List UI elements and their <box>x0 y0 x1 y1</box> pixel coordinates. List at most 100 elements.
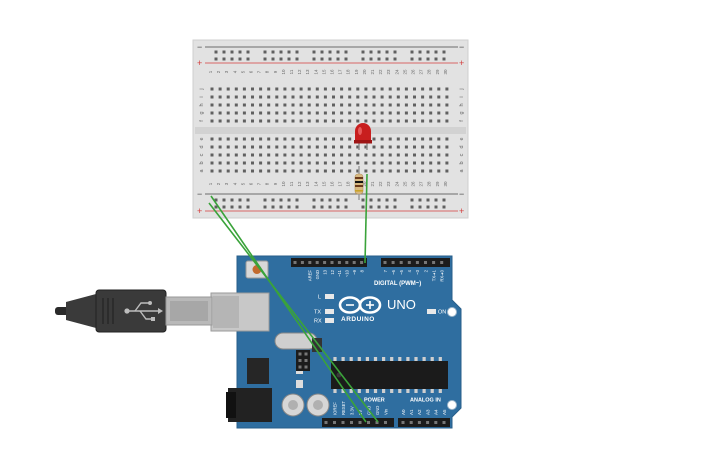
breadboard-hole[interactable] <box>218 111 222 115</box>
breadboard-hole[interactable] <box>251 119 254 123</box>
rail-hole[interactable] <box>377 50 381 54</box>
breadboard-hole[interactable] <box>283 145 287 149</box>
breadboard-hole[interactable] <box>210 111 214 115</box>
rail-hole[interactable] <box>214 57 218 61</box>
rail-hole[interactable] <box>263 205 267 209</box>
header-pin[interactable] <box>384 421 387 424</box>
breadboard-hole[interactable] <box>348 153 352 157</box>
breadboard-hole[interactable] <box>259 145 263 149</box>
breadboard-hole[interactable] <box>437 111 441 115</box>
breadboard-hole[interactable] <box>291 87 295 91</box>
rail-hole[interactable] <box>246 205 250 209</box>
breadboard-hole[interactable] <box>445 87 449 91</box>
rail-hole[interactable] <box>385 205 389 209</box>
breadboard-hole[interactable] <box>340 153 344 157</box>
breadboard-hole[interactable] <box>315 169 319 173</box>
wire-led-to-pin[interactable] <box>364 173 368 264</box>
header-pin[interactable] <box>401 421 405 424</box>
breadboard-hole[interactable] <box>242 169 246 173</box>
header-pin[interactable] <box>409 421 413 424</box>
breadboard-hole[interactable] <box>251 153 254 157</box>
rail-hole[interactable] <box>361 198 365 202</box>
rail-hole[interactable] <box>320 57 324 61</box>
breadboard-hole[interactable] <box>380 111 384 115</box>
breadboard-hole[interactable] <box>413 153 416 157</box>
breadboard-hole[interactable] <box>242 161 246 165</box>
breadboard-hole[interactable] <box>251 145 254 149</box>
rail-hole[interactable] <box>279 57 283 61</box>
breadboard-hole[interactable] <box>421 161 425 165</box>
breadboard-hole[interactable] <box>275 153 279 157</box>
breadboard-hole[interactable] <box>226 153 230 157</box>
red-led[interactable] <box>354 123 372 150</box>
rail-hole[interactable] <box>214 198 218 202</box>
rail-hole[interactable] <box>434 50 438 54</box>
breadboard-hole[interactable] <box>315 111 319 115</box>
breadboard-hole[interactable] <box>404 103 408 107</box>
breadboard-hole[interactable] <box>404 87 408 91</box>
rail-hole[interactable] <box>246 57 250 61</box>
breadboard-hole[interactable] <box>234 119 238 123</box>
breadboard-hole[interactable] <box>380 145 384 149</box>
breadboard-hole[interactable] <box>372 87 376 91</box>
breadboard-hole[interactable] <box>332 161 335 165</box>
breadboard-hole[interactable] <box>210 137 214 141</box>
breadboard-hole[interactable] <box>251 103 254 107</box>
breadboard-hole[interactable] <box>242 95 246 99</box>
breadboard-hole[interactable] <box>307 137 311 141</box>
rail-hole[interactable] <box>246 198 250 202</box>
breadboard-hole[interactable] <box>445 169 449 173</box>
breadboard-hole[interactable] <box>380 161 384 165</box>
rail-hole[interactable] <box>418 198 422 202</box>
breadboard-hole[interactable] <box>445 161 449 165</box>
breadboard-hole[interactable] <box>218 137 222 141</box>
breadboard-hole[interactable] <box>404 169 408 173</box>
breadboard-hole[interactable] <box>388 119 392 123</box>
breadboard-hole[interactable] <box>356 87 360 91</box>
breadboard-hole[interactable] <box>210 119 214 123</box>
breadboard-hole[interactable] <box>218 119 222 123</box>
breadboard-hole[interactable] <box>315 161 319 165</box>
breadboard-hole[interactable] <box>299 169 303 173</box>
header-pin[interactable] <box>350 421 353 424</box>
breadboard-hole[interactable] <box>396 161 400 165</box>
breadboard-hole[interactable] <box>218 103 222 107</box>
breadboard-hole[interactable] <box>323 145 327 149</box>
breadboard-hole[interactable] <box>348 169 352 173</box>
breadboard-hole[interactable] <box>380 137 384 141</box>
breadboard-hole[interactable] <box>421 111 425 115</box>
breadboard-hole[interactable] <box>226 161 230 165</box>
breadboard-hole[interactable] <box>332 95 335 99</box>
breadboard-hole[interactable] <box>259 87 263 91</box>
breadboard-hole[interactable] <box>291 111 295 115</box>
rail-hole[interactable] <box>393 57 397 61</box>
breadboard-hole[interactable] <box>421 87 425 91</box>
breadboard-hole[interactable] <box>332 119 335 123</box>
rail-hole[interactable] <box>361 205 365 209</box>
breadboard-hole[interactable] <box>291 161 295 165</box>
header-pin[interactable] <box>375 421 379 424</box>
breadboard-hole[interactable] <box>429 137 433 141</box>
breadboard-hole[interactable] <box>307 111 311 115</box>
rail-hole[interactable] <box>263 50 267 54</box>
rail-hole[interactable] <box>287 57 291 61</box>
breadboard-hole[interactable] <box>267 161 271 165</box>
rail-hole[interactable] <box>344 57 348 61</box>
rail-hole[interactable] <box>320 50 324 54</box>
breadboard-hole[interactable] <box>396 95 400 99</box>
rail-hole[interactable] <box>328 50 332 54</box>
breadboard-hole[interactable] <box>372 153 376 157</box>
breadboard-hole[interactable] <box>388 145 392 149</box>
rail-hole[interactable] <box>295 198 299 202</box>
breadboard-hole[interactable] <box>348 145 352 149</box>
breadboard-hole[interactable] <box>267 103 271 107</box>
breadboard-hole[interactable] <box>299 119 303 123</box>
breadboard-hole[interactable] <box>364 87 368 91</box>
header-pin[interactable] <box>333 421 336 424</box>
header-pin[interactable] <box>391 261 395 264</box>
header-pin[interactable] <box>337 261 341 264</box>
breadboard-hole[interactable] <box>283 95 287 99</box>
rail-hole[interactable] <box>214 205 218 209</box>
rail-hole[interactable] <box>230 50 234 54</box>
rail-hole[interactable] <box>361 57 365 61</box>
